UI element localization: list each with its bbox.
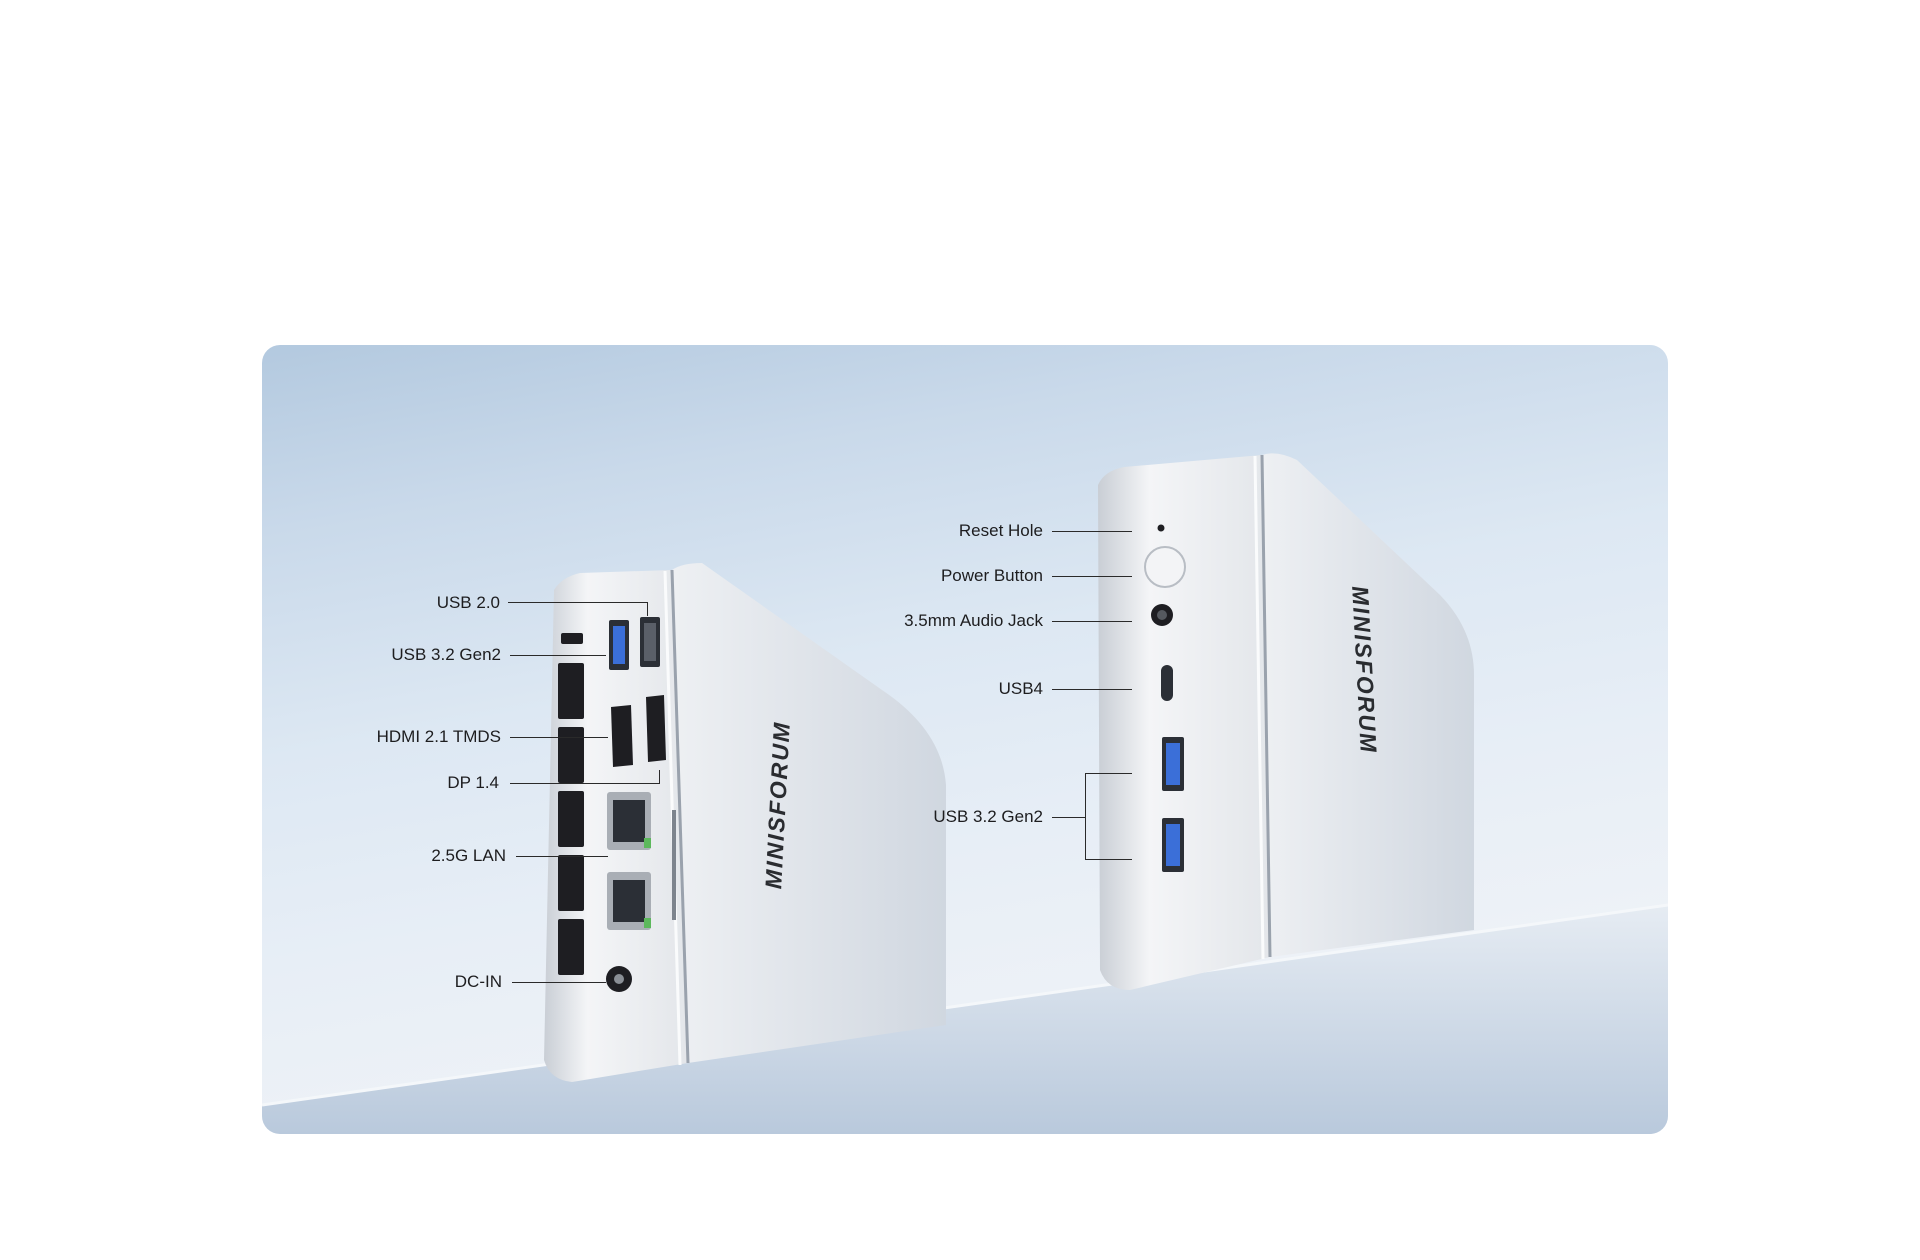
- callout-line: [1085, 773, 1132, 775]
- callout-line: [1052, 817, 1086, 819]
- front-device: [1098, 453, 1474, 990]
- callout-line: [508, 602, 648, 604]
- back-device: [544, 563, 946, 1082]
- callout-label: DP 1.4: [447, 773, 499, 792]
- callout-line: [510, 783, 660, 785]
- callout-label: DC-IN: [454, 972, 502, 991]
- callout-label: Power Button: [940, 566, 1043, 585]
- product-image: MINISFORUM MINISFORUM: [262, 345, 1668, 1134]
- callout-line: [1052, 621, 1132, 623]
- callout-label: Reset Hole: [958, 521, 1043, 540]
- callout-label: USB4: [998, 679, 1043, 698]
- callout-line: [510, 737, 608, 739]
- callout-line: [659, 770, 661, 784]
- callout-line: [647, 602, 649, 616]
- callout-line: [1085, 773, 1087, 860]
- product-illustration: [262, 453, 1668, 1134]
- callout-label: USB 3.2 Gen2: [391, 645, 501, 664]
- callout-line: [1052, 531, 1132, 533]
- callout-label: USB 3.2 Gen2: [933, 807, 1043, 826]
- callout-line: [510, 655, 606, 657]
- callout-line: [512, 982, 606, 984]
- callout-line: [1052, 576, 1132, 578]
- callout-line: [1052, 689, 1132, 691]
- callout-label: 2.5G LAN: [431, 846, 506, 865]
- callout-label: USB 2.0: [436, 593, 500, 612]
- callout-line: [516, 856, 608, 858]
- callout-label: HDMI 2.1 TMDS: [376, 727, 501, 746]
- callout-line: [1085, 859, 1132, 861]
- callout-label: 3.5mm Audio Jack: [904, 611, 1043, 630]
